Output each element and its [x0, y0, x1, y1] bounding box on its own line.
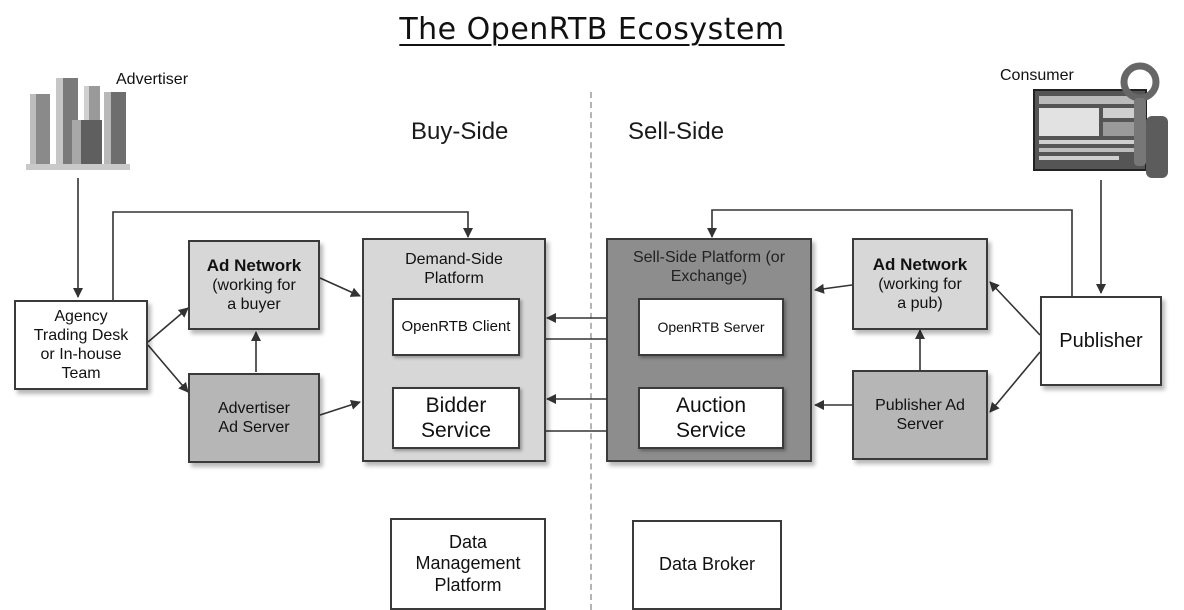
publisher-label: Publisher — [1059, 330, 1143, 352]
sell-side-platform-label: Sell-Side Platform (or Exchange) — [632, 249, 786, 286]
agency-trading-desk-node: Agency Trading Desk or In-house Team — [14, 300, 148, 390]
data-broker-node: Data Broker — [632, 520, 782, 610]
sell-side-label: Sell-Side — [628, 118, 725, 145]
advertiser-ad-server-node: Advertiser Ad Server — [188, 373, 320, 463]
buy-side-label: Buy-Side — [411, 118, 509, 145]
publisher-node: Publisher — [1040, 296, 1162, 386]
advertiser-ad-server-label: Advertiser Ad Server — [217, 399, 291, 436]
sell-side-platform-node: Sell-Side Platform (or Exchange) OpenRTB… — [606, 238, 812, 462]
bidder-service-label: Bidder Service — [420, 393, 492, 442]
openrtb-server-node: OpenRTB Server — [638, 298, 784, 356]
data-broker-label: Data Broker — [658, 554, 756, 575]
publisher-ad-server-node: Publisher Ad Server — [852, 370, 988, 460]
buy-sell-divider — [590, 92, 592, 610]
data-management-platform-label: Data Management Platform — [415, 531, 521, 595]
agency-trading-desk-label: Agency Trading Desk or In-house Team — [33, 307, 129, 383]
ad-network-pub-subtitle: (working for a pub) — [878, 276, 962, 313]
openrtb-client-node: OpenRTB Client — [392, 298, 520, 356]
ad-network-buyer-title: Ad Network — [206, 255, 302, 275]
ad-network-buyer-subtitle: (working for a buyer — [212, 277, 296, 314]
ad-network-pub-title: Ad Network — [872, 254, 968, 274]
bidder-service-node: Bidder Service — [392, 387, 520, 449]
browser-window-icon — [1033, 62, 1168, 178]
data-management-platform-node: Data Management Platform — [390, 518, 546, 610]
openrtb-server-label: OpenRTB Server — [657, 318, 765, 335]
openrtb-client-label: OpenRTB Client — [401, 318, 511, 335]
demand-side-platform-node: Demand-Side Platform OpenRTB Client Bidd… — [362, 238, 546, 462]
auction-service-label: Auction Service — [675, 393, 747, 442]
publisher-ad-server-label: Publisher Ad Server — [875, 396, 965, 433]
ad-network-buyer-node: Ad Network (working for a buyer — [188, 240, 320, 330]
buildings-icon — [26, 78, 130, 170]
auction-service-node: Auction Service — [638, 387, 784, 449]
demand-side-platform-label: Demand-Side Platform — [405, 251, 503, 288]
page-title: The OpenRTB Ecosystem — [399, 12, 785, 47]
ad-network-pub-node: Ad Network (working for a pub) — [852, 238, 988, 330]
consumer-label: Consumer — [1000, 67, 1074, 84]
advertiser-label: Advertiser — [116, 71, 189, 88]
